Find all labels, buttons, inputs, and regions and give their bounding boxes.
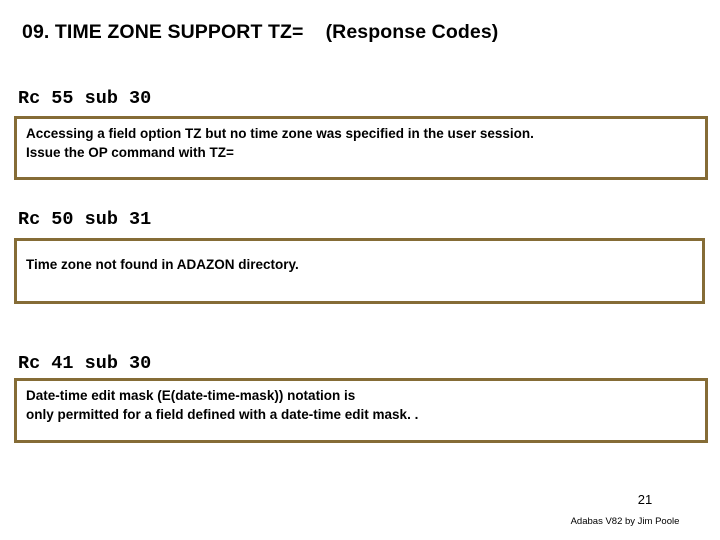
response-code-description-3: Date-time edit mask (E(date-time-mask)) … (26, 388, 419, 422)
page-number: 21 (637, 492, 653, 507)
footer-credit: Adabas V82 by Jim Poole (570, 516, 680, 527)
response-code-box-2 (14, 238, 705, 304)
response-code-description-2: Time zone not found in ADAZON directory. (26, 257, 299, 272)
response-code-heading-3: Rc 41 sub 30 (18, 353, 152, 374)
response-code-description-1: Accessing a field option TZ but no time … (26, 126, 534, 160)
page-title: 09. TIME ZONE SUPPORT TZ= (Response Code… (22, 21, 499, 43)
response-code-box-1 (14, 116, 708, 180)
response-code-box-3 (14, 378, 708, 443)
response-code-heading-2: Rc 50 sub 31 (18, 209, 152, 230)
response-code-heading-1: Rc 55 sub 30 (18, 88, 152, 109)
